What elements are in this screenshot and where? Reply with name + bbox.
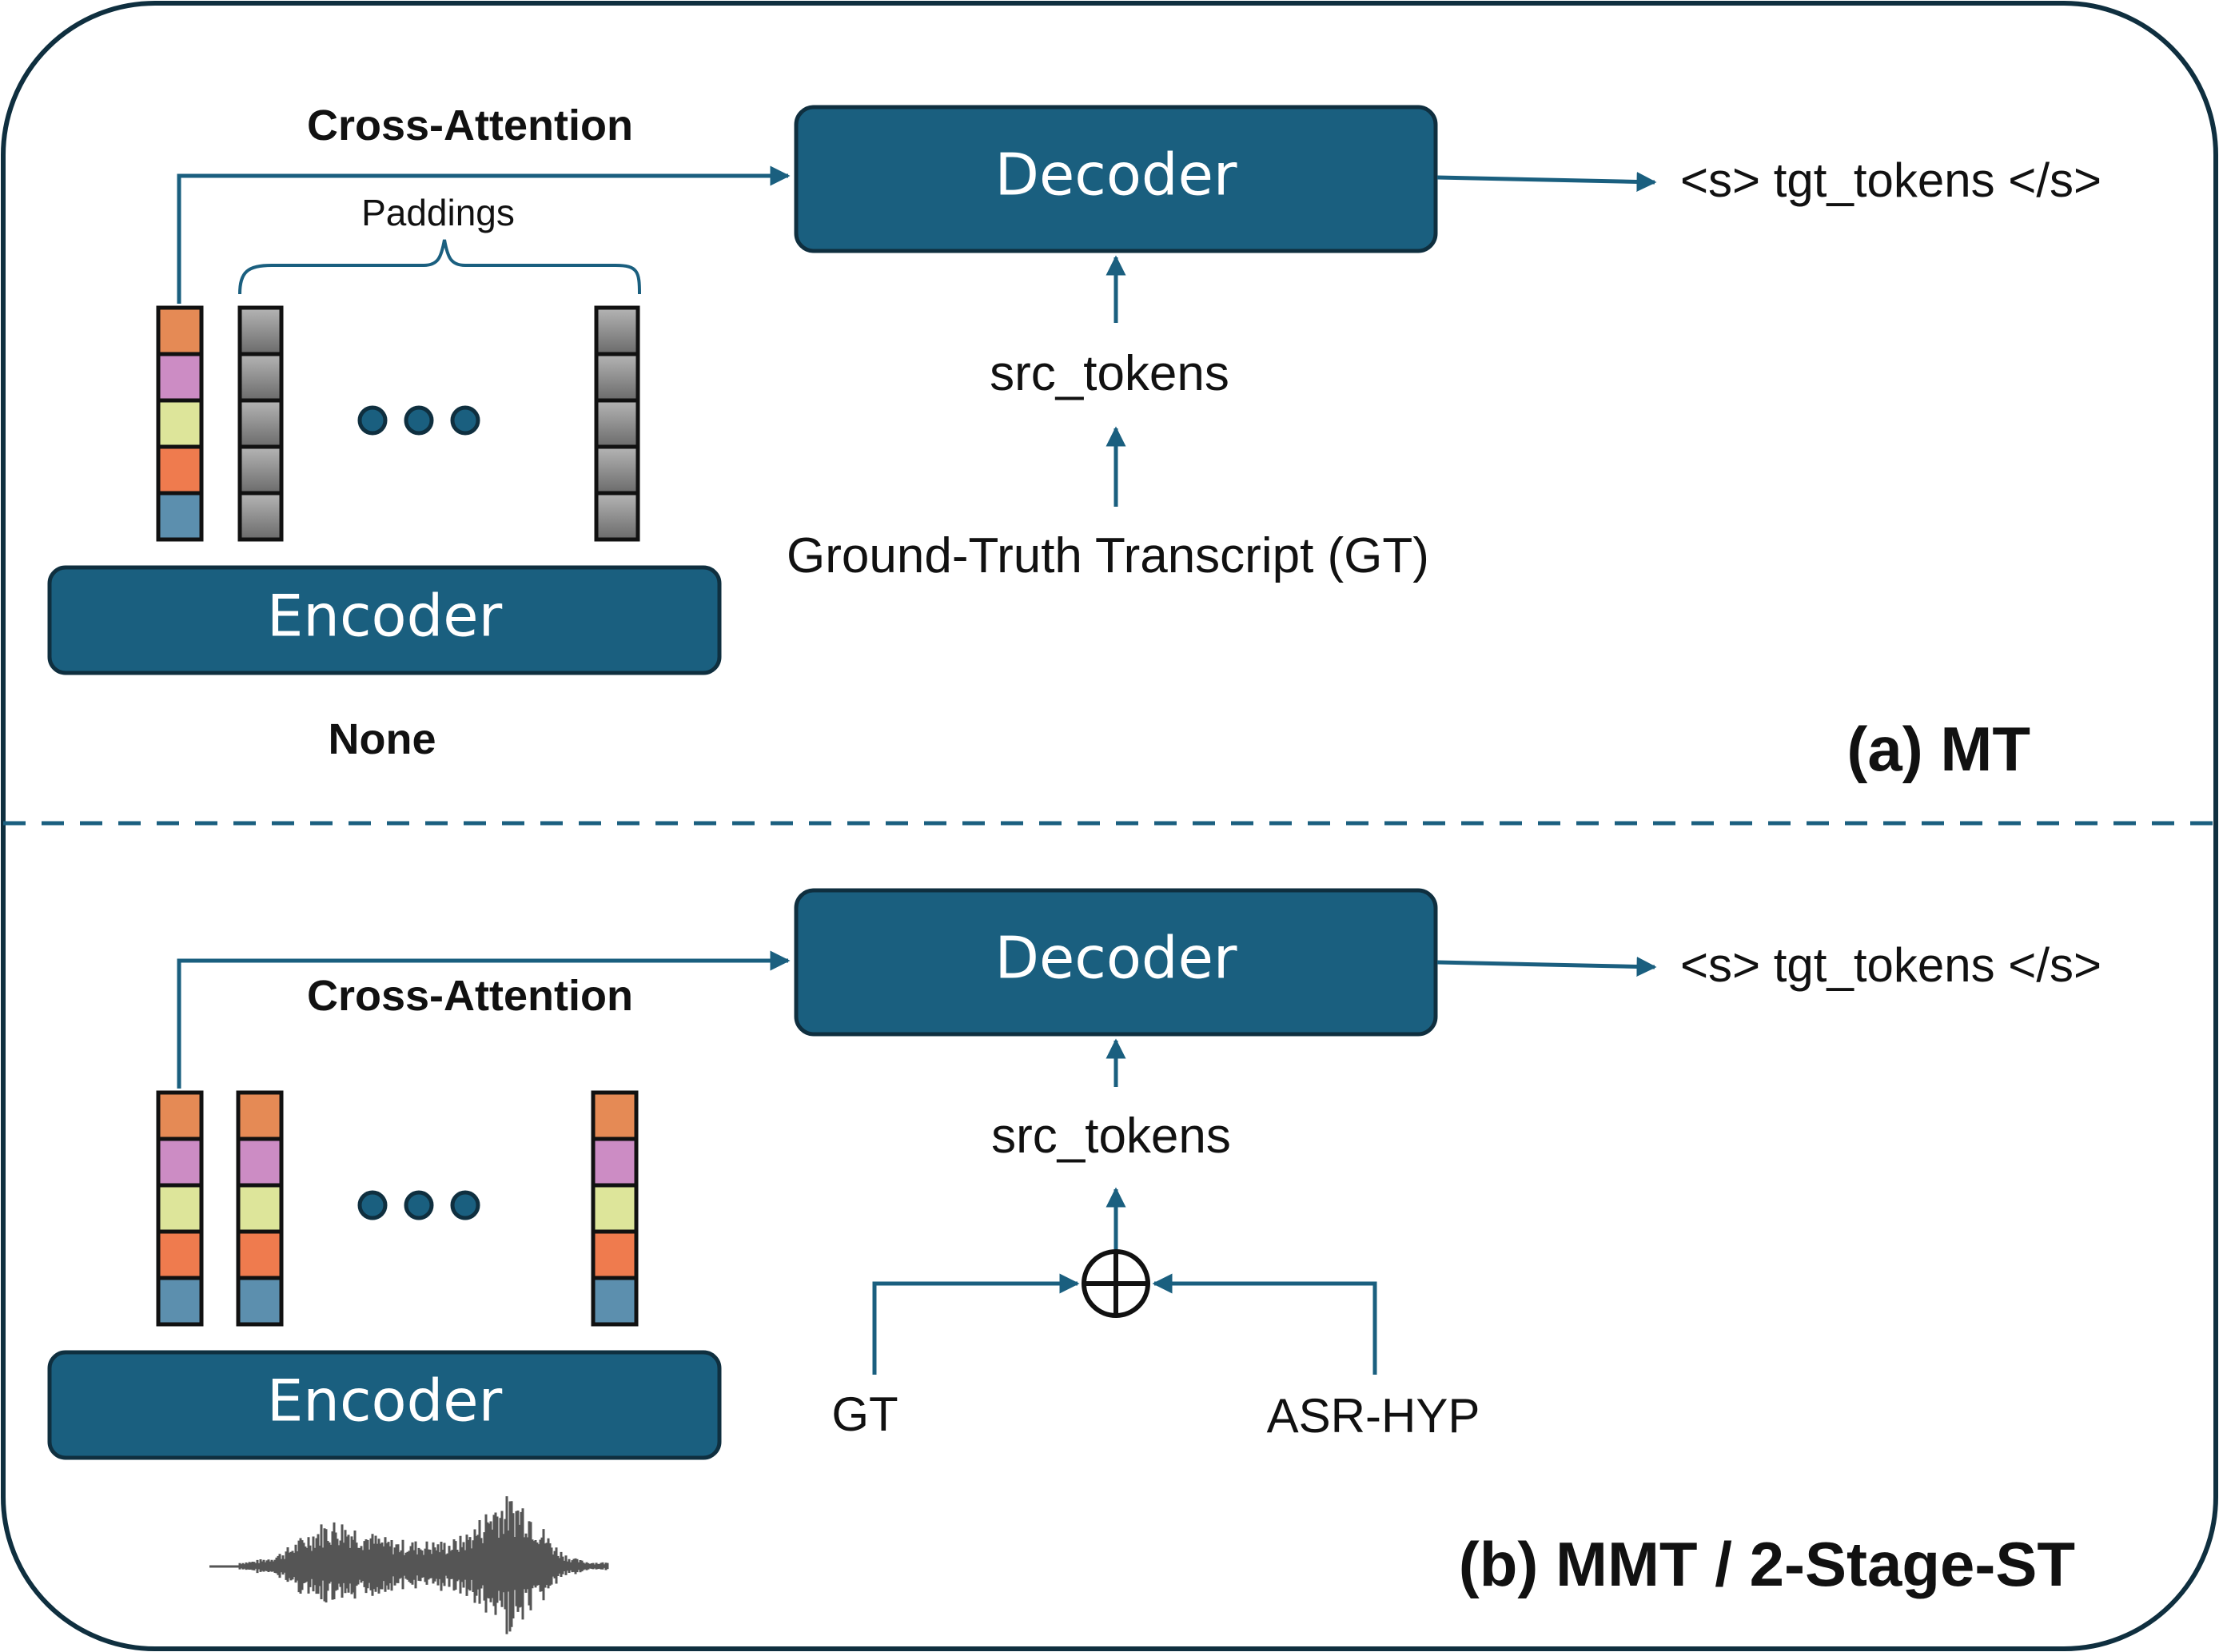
panel-b: Decoder Encoder Cross-Attention [47, 888, 2101, 1634]
encoder-block-b: Encoder [47, 1350, 722, 1460]
asr-hyp-input: ASR-HYP [1267, 1389, 1480, 1443]
cross-attention-label-a: Cross-Attention [307, 102, 633, 149]
decoder-block-b: Decoder [794, 888, 1438, 1037]
encoder-block-a: Encoder [47, 565, 722, 675]
padding-vector-first [237, 305, 284, 542]
src-tokens-b: src_tokens [991, 1109, 1231, 1164]
cross-attention-label-b: Cross-Attention [307, 972, 633, 1020]
output-arrow-b [1436, 957, 1657, 977]
encoder-label-a: Encoder [267, 583, 503, 650]
audio-waveform [209, 1496, 609, 1634]
encoder-output-vector-b-last [591, 1090, 639, 1327]
encoder-output-vector-b-second [236, 1090, 284, 1327]
encoder-input-none: None [329, 715, 436, 763]
gt-input: GT [831, 1387, 898, 1441]
asr-hyp-to-sum-arrow [1152, 1273, 1377, 1375]
paddings-brace [238, 239, 641, 295]
cross-attention-arrow-a [177, 165, 791, 304]
panel-a-label: (a) MT [1847, 714, 2030, 784]
panel-b-label: (b) MMT / 2-Stage-ST [1459, 1529, 2075, 1599]
output-tokens-b: <s> tgt_tokens </s> [1680, 938, 2101, 992]
src-tokens-a: src_tokens [990, 346, 1229, 401]
decoder-label-b: Decoder [995, 925, 1237, 992]
cross-attention-arrow-b [177, 950, 791, 1089]
output-tokens-a: <s> tgt_tokens </s> [1680, 153, 2101, 207]
encoder-output-vector-a [156, 305, 204, 542]
ellipsis-dots-b [357, 1190, 480, 1220]
padding-vector-last [594, 305, 640, 542]
decoder-block-a: Decoder [794, 105, 1438, 253]
paddings-label: Paddings [361, 192, 515, 233]
decoder-label-a: Decoder [995, 141, 1237, 209]
ground-truth-input: Ground-Truth Transcript (GT) [787, 528, 1429, 583]
output-arrow-a [1436, 172, 1657, 193]
ellipsis-dots-a [357, 405, 480, 436]
gt-to-sum-arrow [872, 1273, 1080, 1375]
panel-a: Decoder Encoder Cross-Attention Paddings [47, 102, 2101, 784]
encoder-output-vector-b-first [156, 1090, 204, 1327]
concat-operator-icon [1082, 1249, 1150, 1318]
encoder-label-b: Encoder [267, 1367, 503, 1435]
